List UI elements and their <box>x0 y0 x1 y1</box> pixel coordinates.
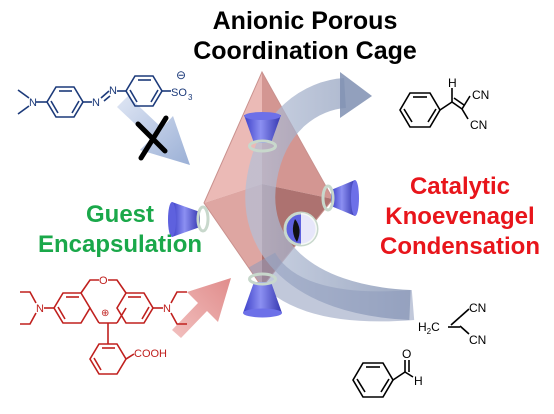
product-h: H <box>448 76 457 90</box>
catalysis-label-line-1: Catalytic <box>409 173 511 200</box>
mo-azo-n2: N <box>109 85 117 97</box>
molecule-methyl-orange <box>17 75 171 118</box>
methyl-orange-labels: N N N SO 3 ⊖ <box>29 68 193 109</box>
molecule-malononitrile <box>448 308 470 335</box>
title-line-2: Coordination Cage <box>193 37 417 65</box>
guest-encapsulation-line-1: Guest <box>85 201 154 228</box>
mo-azo-n1: N <box>92 97 100 109</box>
mo-sulfonate: SO <box>171 87 187 99</box>
benzaldehyde-labels: O H <box>402 347 423 388</box>
cage-vertex-right <box>321 180 359 216</box>
guest-encapsulation-line-2: Encapsulation <box>37 231 203 258</box>
product-labels: H CN CN <box>448 76 489 132</box>
cage-vertex-left <box>168 202 210 237</box>
mo-amine-n: N <box>29 97 37 109</box>
rh-positive-charge: ⊕ <box>101 308 109 319</box>
blocked-x-icon <box>135 115 169 161</box>
catalysis-label-line-3: Condensation <box>380 233 540 260</box>
malononitrile-cn-bottom: CN <box>469 333 486 347</box>
cage-vertex-top <box>244 112 281 153</box>
cage-vertex-front <box>283 211 319 247</box>
benzaldehyde-h: H <box>414 374 423 388</box>
product-cn-bottom: CN <box>470 118 487 132</box>
malononitrile-h2c: H2C <box>418 320 440 336</box>
rh-oxygen: O <box>99 275 108 287</box>
curved-arrow-catalysis <box>245 72 415 322</box>
curved-arrow-head <box>340 72 372 118</box>
malononitrile-cn-top: CN <box>469 301 486 315</box>
arrow-blocked-methyl-orange <box>117 96 190 165</box>
rh-n-right: N <box>163 303 171 315</box>
rh-n-left: N <box>36 303 44 315</box>
product-cn-top: CN <box>472 88 489 102</box>
molecule-benzaldehyde <box>352 360 414 398</box>
cage-vertex-bottom <box>243 272 282 318</box>
molecule-product <box>399 88 471 128</box>
mo-charge: ⊖ <box>176 68 186 82</box>
rhodamine-labels: O N N ⊕ COOH <box>36 275 171 360</box>
title-line-1: Anionic Porous <box>212 7 398 35</box>
arrow-rhodamine-entry <box>172 278 231 338</box>
malononitrile-labels: H2C CN CN <box>418 301 486 347</box>
molecule-rhodamine <box>20 279 187 375</box>
benzaldehyde-o: O <box>402 347 411 361</box>
catalysis-label-line-2: Knoevenagel <box>385 203 535 230</box>
rh-cooh: COOH <box>134 348 167 360</box>
mo-sulfonate-sub: 3 <box>188 93 193 102</box>
